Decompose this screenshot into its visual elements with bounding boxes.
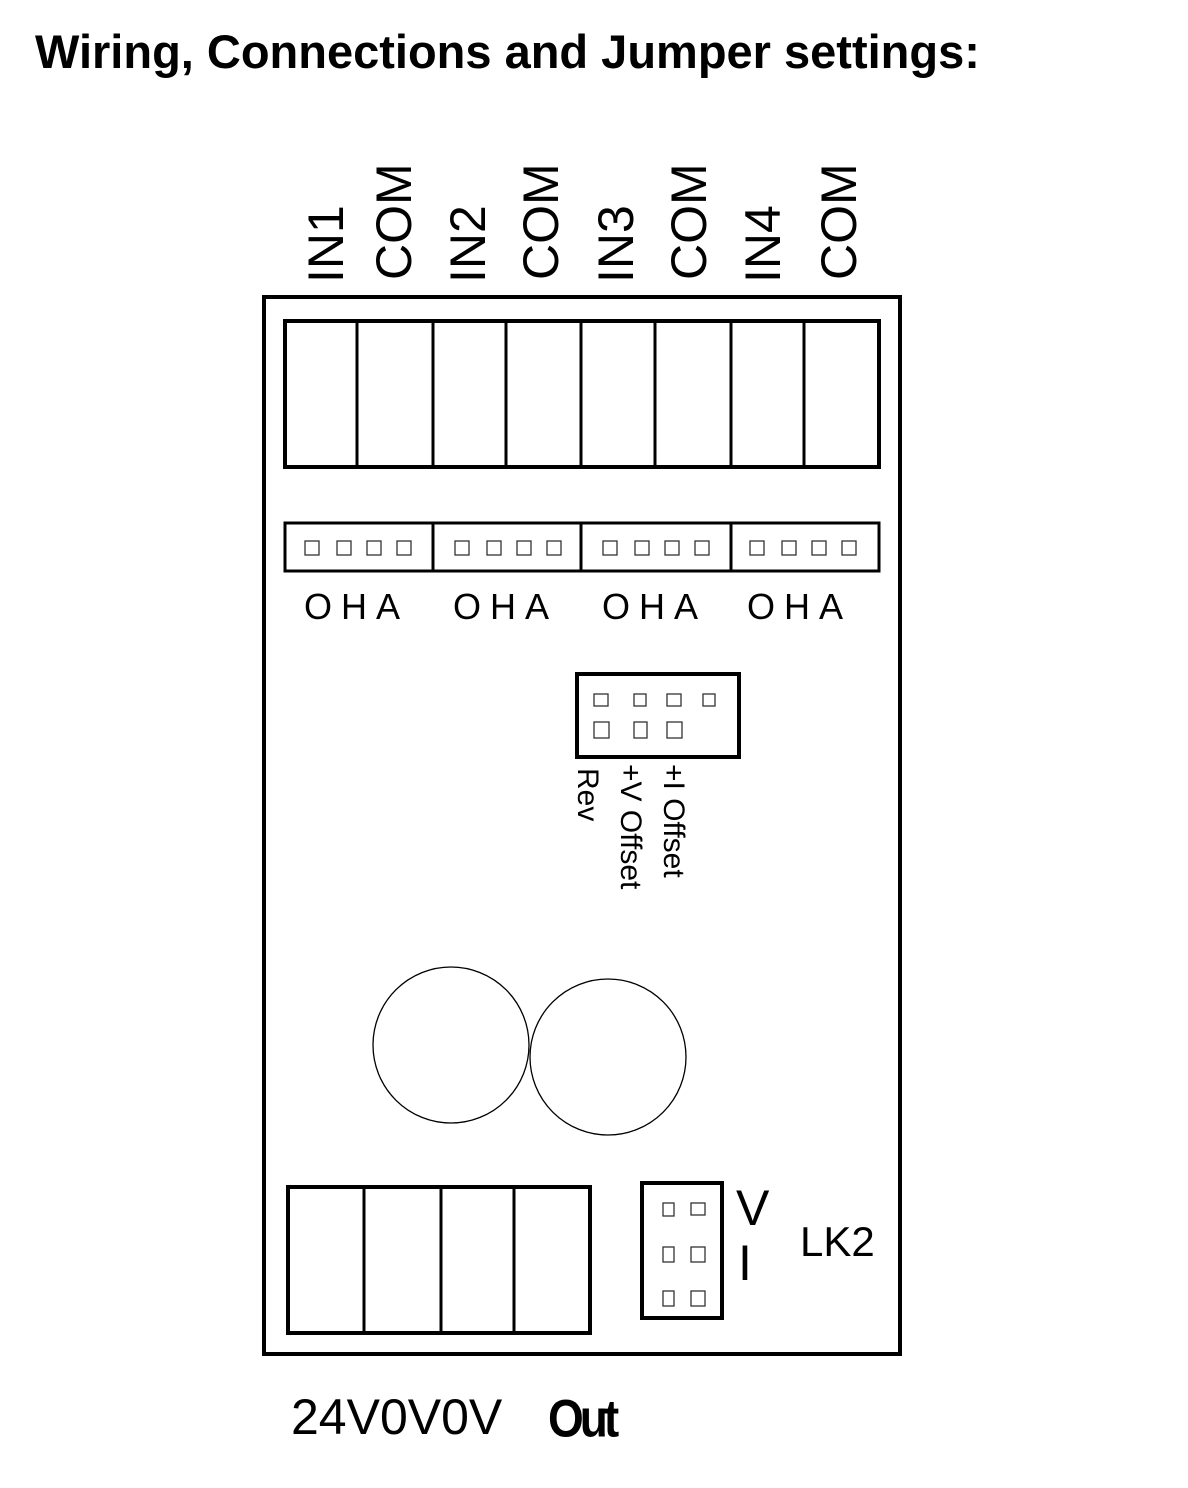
- output-terminal-label: Out: [548, 1388, 619, 1448]
- terminal-label-in2: IN2: [440, 205, 496, 283]
- jumper-label-rev: Rev: [571, 768, 604, 821]
- mode-label-1: OHA: [304, 586, 409, 627]
- jumper-pin: [634, 540, 650, 556]
- jumper-pin: [336, 540, 352, 556]
- terminal-label-com1: COM: [366, 163, 422, 280]
- jumper-pin: [781, 540, 797, 556]
- jumper-pin: [366, 540, 382, 556]
- jumper-pin: [664, 540, 680, 556]
- page-title: Wiring, Connections and Jumper settings:: [35, 25, 980, 78]
- jumper-pin: [841, 540, 857, 556]
- jumper-pin: [811, 540, 827, 556]
- potentiometer-1: [372, 966, 530, 1124]
- top-terminal-labels: IN1 COM IN2 COM IN3 COM IN4 COM: [298, 163, 867, 283]
- jumper-pin: [454, 540, 470, 556]
- jumper-pin: [304, 540, 320, 556]
- lk2-v-label: V: [736, 1180, 770, 1236]
- terminal-label-in3: IN3: [588, 205, 644, 283]
- jumper-pin: [602, 540, 618, 556]
- board-outline: [262, 295, 902, 1356]
- bottom-terminal-block: [286, 1185, 592, 1335]
- jumper-pin: [486, 540, 502, 556]
- offset-jumper-block: [575, 672, 741, 759]
- terminal-label-com2: COM: [513, 163, 569, 280]
- terminal-label-com4: COM: [811, 163, 867, 280]
- terminal-label-com3: COM: [661, 163, 717, 280]
- jumper-label-v-offset: +V Offset: [614, 764, 647, 890]
- mode-label-3: OHA: [602, 586, 707, 627]
- jumper-pin: [694, 540, 710, 556]
- jumper-label-i-offset: +I Offset: [657, 764, 690, 878]
- potentiometer-2: [529, 978, 687, 1136]
- terminal-label-in1: IN1: [298, 205, 354, 283]
- jumper-pin: [546, 540, 562, 556]
- jumper-pin: [749, 540, 765, 556]
- mode-jumper-strip: [283, 521, 881, 573]
- top-terminal-block: [283, 319, 881, 469]
- lk2-label: LK2: [800, 1218, 875, 1265]
- lk2-jumper: [640, 1181, 724, 1320]
- terminal-label-in4: IN4: [735, 205, 791, 283]
- mode-labels: OHA OHA OHA OHA: [304, 586, 852, 627]
- jumper-pin: [396, 540, 412, 556]
- lk2-i-label: I: [738, 1235, 752, 1291]
- jumper-pin: [516, 540, 532, 556]
- mode-label-2: OHA: [453, 586, 558, 627]
- power-terminal-label: 24V0V0V: [291, 1389, 503, 1445]
- mode-label-4: OHA: [747, 586, 852, 627]
